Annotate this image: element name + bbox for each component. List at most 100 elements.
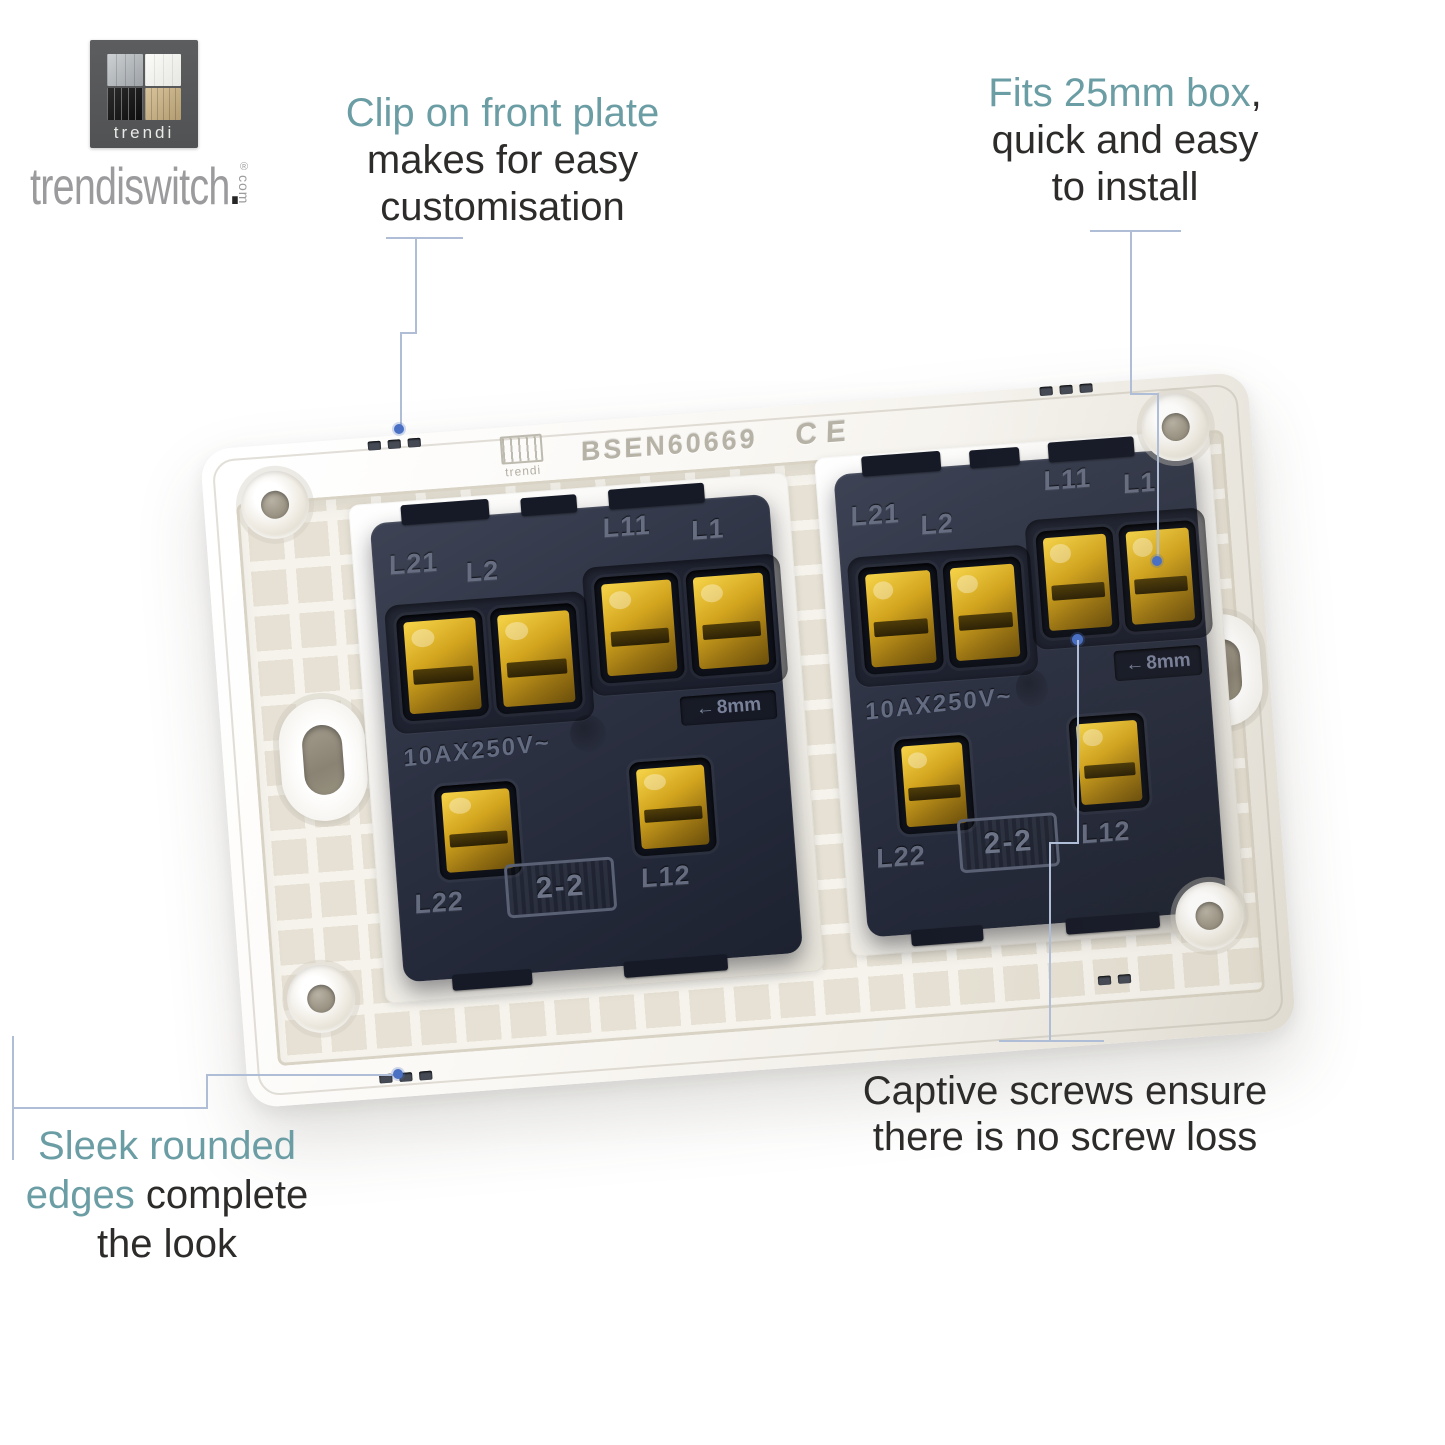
screw-hole [306,983,337,1014]
module-clip-tab [623,954,729,978]
terminal-label-l1: L1 [1122,466,1157,500]
brass-terminal [857,562,944,675]
module-clip-tab [910,924,984,947]
logo-tile-silver-icon [107,54,143,86]
callout-line-fits [1090,230,1181,232]
callout-line-captive [1077,640,1079,844]
registered-mark: ® [239,161,249,173]
code-stamp: 2-2 [503,856,618,919]
callout-line-clip [400,332,402,432]
module-clip-tab [451,968,533,991]
callout-line-fits [1130,230,1132,395]
brass-screw [403,617,482,715]
terminal-label-l1: L1 [691,513,725,546]
terminal-block [383,590,596,735]
callout-line-sleek [206,1074,398,1076]
callout-line-fits [1157,393,1159,560]
brand-wordmark: trendiswitch. ® com [30,160,280,220]
brass-screw [1042,533,1113,631]
callout-dot-sleek [393,1069,403,1079]
brass-terminal [1035,526,1121,639]
annotation-fits-25mm-box: Fits 25mm box, quick and easy to install [945,70,1305,211]
brass-screw [900,742,968,828]
brass-screw [635,763,710,850]
mounting-frame-left: L21 L2 L11 L1 10AX250V~ ←8mm [348,472,825,1004]
callout-line-clip [415,237,417,334]
logo-tile-white-icon [145,54,181,86]
module-clip-tab [968,446,1021,469]
terminal-label-l12: L12 [1080,815,1131,850]
brass-terminal [396,609,490,723]
rating-marking: 10AX250V~ [865,682,1014,726]
callout-dot-clip [394,424,404,434]
module-clip-tab [607,482,706,510]
annotation-line: Fits 25mm box, [988,71,1262,115]
screw-hole [1194,900,1225,931]
trendi-emboss-caption: trendi [504,462,542,479]
brass-screw [1125,527,1196,625]
annotation-line: quick and easy [991,118,1259,162]
strip-gauge-marking: ←8mm [1113,645,1203,682]
module-clip-tab [520,494,578,517]
annotation-line: makes for easy [366,138,639,182]
logo-square-caption: trendi [113,123,175,142]
brass-screw [865,570,937,668]
wordmark-tld: com [236,175,252,205]
terminal-label-l22: L22 [876,840,927,874]
callout-line-clip [400,332,417,334]
module-clip-tab [860,450,942,477]
brass-screw [949,563,1021,662]
terminal-label-l21: L21 [850,497,901,532]
callout-line-sleek [12,1036,14,1160]
brass-screw [441,787,515,874]
terminal-label-l2: L2 [465,555,500,589]
brass-terminal [628,756,718,857]
oval-hole [300,723,346,797]
rating-marking: 10AX250V~ [402,728,552,773]
switch-tiles-icon [107,54,181,120]
callout-line-sleek [206,1075,208,1109]
callout-dot-captive [1072,634,1083,645]
brass-screw [1075,719,1143,806]
annotation-line: customisation [380,185,625,229]
switch-plate-rear: trendi BSEN60669 CE L21 [199,371,1297,1109]
terminal-block [1024,507,1214,651]
terminal-label-l2: L2 [920,507,954,541]
ce-mark: CE [794,414,856,452]
brass-screw [601,579,678,677]
strip-gauge-marking: ←8mm [679,689,778,727]
module-dimple [1014,668,1050,708]
brass-terminal [489,602,583,715]
mounting-frame-right: L21 L2 L11 L1 10AX250V~ ←8mm [814,428,1247,957]
module-clip-tab [1065,911,1160,935]
annotation-line: Captive screws ensure [862,1069,1268,1113]
wordmark-text: trendiswitch [30,158,230,216]
screw-hole [1160,412,1191,443]
logo-tile-black-icon [107,88,143,120]
wordmark-dot: . [229,158,241,216]
callout-dot-fits [1152,556,1162,566]
logo-tile-gold-icon [145,88,181,120]
callout-line-clip [386,237,463,239]
code-stamp: 2-2 [956,811,1061,874]
terminal-label-l12: L12 [641,859,691,894]
annotation-line: Sleek rounded [38,1124,296,1168]
annotation-clip-on-front-plate: Clip on front plate makes for easy custo… [310,90,695,231]
brass-terminal [1117,519,1203,633]
callout-line-captive [999,1040,1104,1042]
trendi-emboss-icon: trendi [499,433,545,479]
annotation-sleek-edges: Sleek rounded edges complete the look [12,1122,322,1269]
callout-line-captive [1049,842,1051,1042]
trendi-logo: trendi trendiswitch. ® com [30,40,280,220]
callout-line-fits [1130,393,1159,395]
terminal-label-l11: L11 [1043,462,1092,497]
brass-terminal [1068,712,1151,813]
terminal-block [846,543,1040,688]
terminal-label-l11: L11 [602,509,651,544]
module-dimple [568,713,608,754]
strip-gauge-arrow-icon: ← [1124,653,1146,676]
annotation-line: to install [1051,165,1199,209]
brass-terminal [942,556,1029,669]
strip-gauge-arrow-icon: ← [695,697,716,721]
